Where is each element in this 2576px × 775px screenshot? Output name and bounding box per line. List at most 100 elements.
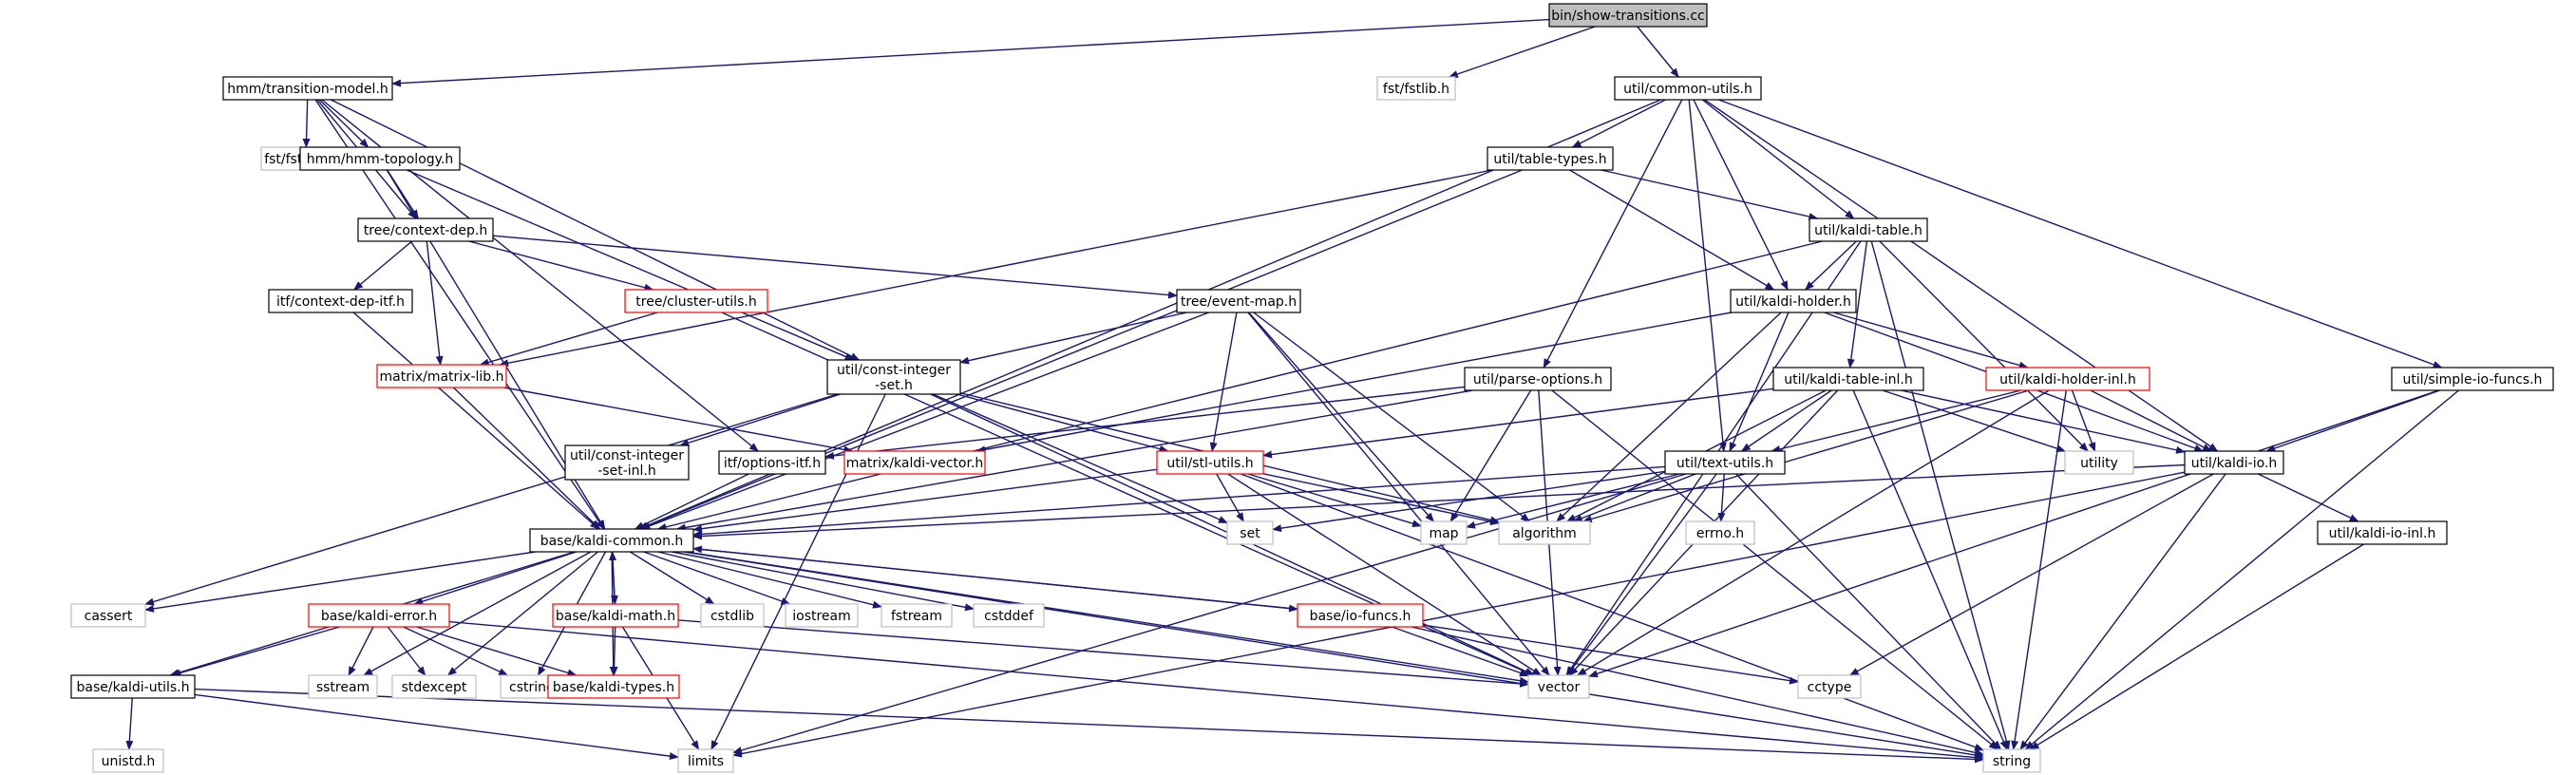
node-box	[1297, 603, 1424, 628]
edge-tmodel-to-fstdecl	[302, 99, 311, 148]
node-box	[1730, 289, 1857, 313]
edge-ctxdepitf-to-kaldicommon	[352, 312, 600, 530]
edge-matrixlib-to-kaldivector	[503, 387, 854, 454]
node-label: base/kaldi-utils.h	[76, 680, 189, 695]
node-label: limits	[688, 754, 724, 769]
edge-common_utils-to-textutils	[1688, 99, 1727, 452]
node-tmodel[interactable]: hmm/transition-model.h	[222, 76, 393, 101]
node-box	[552, 603, 679, 628]
node-box	[547, 674, 680, 699]
node-box	[1548, 3, 1708, 28]
node-box	[357, 217, 494, 242]
edge-root-to-tmodel	[391, 18, 1550, 87]
edge-holderinl-to-vector	[1576, 389, 2050, 676]
node-set: set	[1226, 520, 1274, 545]
edge-constintset-to-cassert	[144, 393, 838, 606]
node-fstlib: fst/fstlib.h	[1376, 76, 1456, 101]
edge-eventmap-to-constintset	[959, 312, 1187, 365]
node-parseopts[interactable]: util/parse-options.h	[1464, 367, 1612, 391]
node-ctxdep[interactable]: tree/context-dep.h	[357, 217, 494, 242]
edge-kalditable-to-kaldicommon	[656, 240, 1823, 531]
edge-kaldierror-to-cstring	[403, 626, 509, 676]
node-kaldiholder[interactable]: util/kaldi-holder.h	[1730, 289, 1857, 313]
edge-tmodel-to-kaldicommon	[314, 99, 605, 530]
node-label: iostream	[792, 609, 851, 624]
node-label: base/io-funcs.h	[1310, 609, 1411, 624]
node-label: unistd.h	[102, 754, 156, 769]
node-label: itf/context-dep-itf.h	[276, 294, 405, 310]
node-label: base/kaldi-types.h	[553, 680, 674, 695]
node-box	[70, 674, 196, 699]
edge-holderinl-to-algorithm	[1582, 389, 2030, 523]
node-fstream: fstream	[881, 603, 953, 628]
node-label: set	[1240, 526, 1260, 541]
node-constintinl[interactable]: util/const-integer-set-inl.h	[564, 444, 690, 481]
node-common_utils[interactable]: util/common-utils.h	[1614, 76, 1762, 101]
node-box	[1772, 367, 1924, 391]
node-root: bin/show-transitions.cc	[1548, 3, 1708, 28]
node-holderinl[interactable]: util/kaldi-holder-inl.h	[1985, 367, 2150, 391]
edge-tableinl-to-kaldiio	[1901, 389, 2186, 454]
node-iostream: iostream	[785, 603, 859, 628]
node-box	[1226, 520, 1274, 545]
node-box	[1797, 674, 1862, 699]
edge-common_utils-to-simpleio	[1718, 99, 2443, 369]
node-box	[1985, 367, 2150, 391]
node-kaldiutils[interactable]: base/kaldi-utils.h	[70, 674, 196, 699]
edge-kaldierror-to-sstream	[348, 626, 374, 676]
node-optionsitf[interactable]: itf/options-itf.h	[718, 450, 826, 475]
edge-common_utils-to-kaldiholder	[1693, 99, 1789, 291]
node-iofuncs[interactable]: base/io-funcs.h	[1297, 603, 1424, 628]
edge-kaldicommon-to-sstream	[363, 551, 592, 676]
node-ctxdepitf[interactable]: itf/context-dep-itf.h	[268, 289, 413, 313]
edge-simpleio-to-string	[2024, 389, 2459, 750]
edge-hmmtopo-to-constintset	[406, 169, 855, 361]
node-kaldivector[interactable]: matrix/kaldi-vector.h	[843, 450, 986, 475]
node-label: hmm/transition-model.h	[227, 82, 388, 97]
node-cstdlib: cstdlib	[700, 603, 765, 628]
node-box	[1498, 520, 1591, 545]
node-kaldiioinl[interactable]: util/kaldi-io-inl.h	[2317, 520, 2448, 545]
node-kalditable[interactable]: util/kaldi-table.h	[1809, 217, 1928, 242]
node-string: string	[1982, 748, 2041, 773]
node-box	[92, 748, 164, 773]
node-box	[391, 674, 477, 699]
node-label: vector	[1538, 680, 1581, 695]
node-box	[624, 289, 768, 313]
node-stdexcept: stdexcept	[391, 674, 477, 699]
node-box	[826, 359, 961, 395]
node-stlutils[interactable]: util/stl-utils.h	[1156, 450, 1264, 475]
edge-stlutils-to-map	[1247, 473, 1422, 528]
node-tableinl[interactable]: util/kaldi-table-inl.h	[1772, 367, 1924, 391]
node-box	[308, 674, 378, 699]
edge-tmodel-to-constintset	[331, 99, 861, 361]
node-simpleio[interactable]: util/simple-io-funcs.h	[2391, 367, 2554, 391]
node-kaldiio[interactable]: util/kaldi-io.h	[2184, 450, 2284, 475]
node-kaldicommon[interactable]: base/kaldi-common.h	[529, 528, 694, 553]
node-tabletypes[interactable]: util/table-types.h	[1487, 146, 1614, 171]
node-kaldierror[interactable]: base/kaldi-error.h	[308, 603, 450, 628]
edge-kaldicommon-to-cstdlib	[629, 551, 715, 605]
edge-root-to-common_utils	[1637, 26, 1679, 78]
node-box	[70, 603, 146, 628]
node-kalditypes[interactable]: base/kaldi-types.h	[547, 674, 680, 699]
node-label: algorithm	[1512, 526, 1577, 541]
node-eventmap[interactable]: tree/event-map.h	[1176, 289, 1301, 313]
node-textutils[interactable]: util/text-utils.h	[1664, 450, 1786, 475]
node-clusterutils[interactable]: tree/cluster-utils.h	[624, 289, 768, 313]
node-sstream: sstream	[308, 674, 378, 699]
node-label: fstream	[891, 609, 942, 624]
edge-textutils-to-limits	[732, 473, 1687, 754]
node-label: base/kaldi-error.h	[321, 609, 437, 624]
edge-kalditable-to-utility	[1879, 240, 2089, 452]
node-kaldimath[interactable]: base/kaldi-math.h	[552, 603, 679, 628]
node-label: cstdlib	[710, 609, 754, 624]
node-box	[222, 76, 393, 101]
node-box	[785, 603, 859, 628]
node-hmmtopo[interactable]: hmm/hmm-topology.h	[299, 146, 461, 171]
node-cassert: cassert	[70, 603, 146, 628]
node-matrixlib[interactable]: matrix/matrix-lib.h	[376, 364, 507, 388]
edge-ctxdep-to-clusterutils	[468, 240, 654, 292]
edge-holderinl-to-textutils	[1771, 389, 2021, 453]
node-constintset[interactable]: util/const-integer-set.h	[826, 359, 961, 395]
